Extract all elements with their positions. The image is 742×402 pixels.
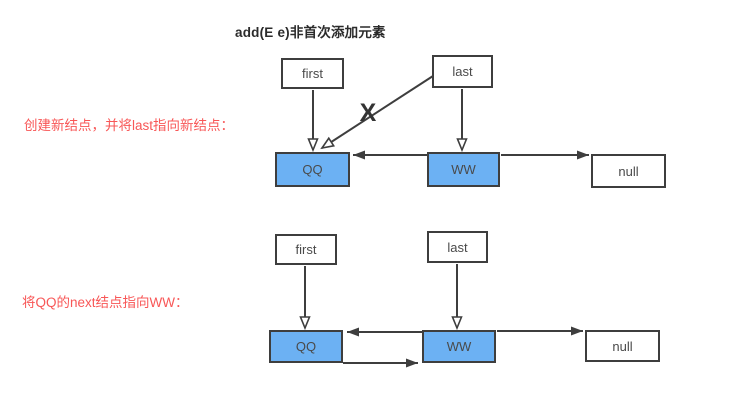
- step2-node-ww: WW: [422, 330, 496, 363]
- step1-first-pointer-box: first: [281, 58, 344, 89]
- step1-node-qq: QQ: [275, 152, 350, 187]
- step2-node-qq: QQ: [269, 330, 343, 363]
- step2-node-null: null: [585, 330, 660, 362]
- step1-note: 创建新结点，并将last指向新结点：: [24, 118, 235, 133]
- step1-cross-x-mark: X: [360, 99, 377, 127]
- step2-note: 将QQ的next结点指向WW：: [22, 295, 189, 310]
- step2-first-pointer-box: first: [275, 234, 337, 265]
- step1-node-ww: WW: [427, 152, 500, 187]
- step2-last-pointer-box: last: [427, 231, 488, 263]
- step1-node-null: null: [591, 154, 666, 188]
- step1-last-pointer-box: last: [432, 55, 493, 88]
- diagram-title: add(E e)非首次添加元素: [235, 25, 386, 40]
